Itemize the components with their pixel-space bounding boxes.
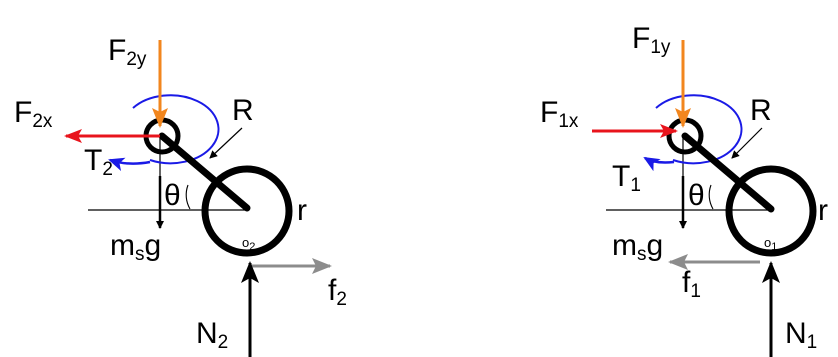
right-support-rod	[681, 132, 775, 213]
left-t2-arrow	[108, 157, 151, 172]
right-diagram: F1y F1x R T1 θ r msg o1 f1 N1	[540, 22, 828, 357]
left-f2y-label: F2y	[108, 34, 147, 70]
left-wheel	[201, 165, 293, 257]
right-f1x-label: F1x	[540, 96, 579, 132]
left-support-rod	[158, 132, 251, 212]
left-center-label: o2	[242, 235, 255, 253]
right-small-radius-label: r	[818, 194, 828, 227]
left-theta-label: θ	[164, 179, 181, 212]
right-normal-label: N1	[785, 317, 817, 353]
left-theta-arc	[185, 184, 191, 210]
right-wheel	[725, 165, 817, 257]
right-weight-label: msg	[612, 229, 663, 265]
left-weight-label: msg	[110, 229, 161, 265]
right-f1y-label: F1y	[632, 22, 671, 58]
left-radius-pointer	[209, 127, 243, 159]
right-t1-arrow	[643, 156, 675, 172]
right-friction-label: f1	[682, 266, 701, 302]
left-small-radius-label: r	[297, 194, 307, 227]
left-normal-label: N2	[196, 317, 228, 353]
right-radius-pointer	[731, 127, 763, 159]
left-diagram: F2y F2x R T2 θ r msg o2 f2 N2	[14, 34, 347, 357]
left-t2-label: T2	[84, 144, 113, 180]
left-f2x-label: F2x	[14, 96, 53, 132]
right-t1-label: T1	[612, 160, 641, 196]
right-center-label: o1	[764, 235, 777, 253]
left-big-radius-label: R	[232, 94, 254, 127]
left-friction-label: f2	[328, 274, 347, 310]
right-big-radius-label: R	[750, 94, 772, 127]
right-theta-arc	[708, 184, 714, 210]
right-theta-label: θ	[688, 179, 705, 212]
